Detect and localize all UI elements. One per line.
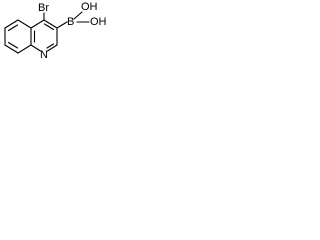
boron-label: B: [67, 16, 74, 28]
benzene-ring: [4, 19, 32, 54]
bromine-label: Br: [38, 2, 49, 14]
c-b-bond: [56, 21, 68, 29]
hydroxyl-top-label: OH: [81, 1, 98, 13]
b-oh-top-bond: [73, 11, 83, 20]
nitrogen-label: N: [40, 49, 48, 61]
hydroxyl-right-label: OH: [90, 16, 107, 28]
chemical-structure: Br N B OH OH: [4, 1, 107, 61]
pyridine-ring: [30, 19, 58, 52]
